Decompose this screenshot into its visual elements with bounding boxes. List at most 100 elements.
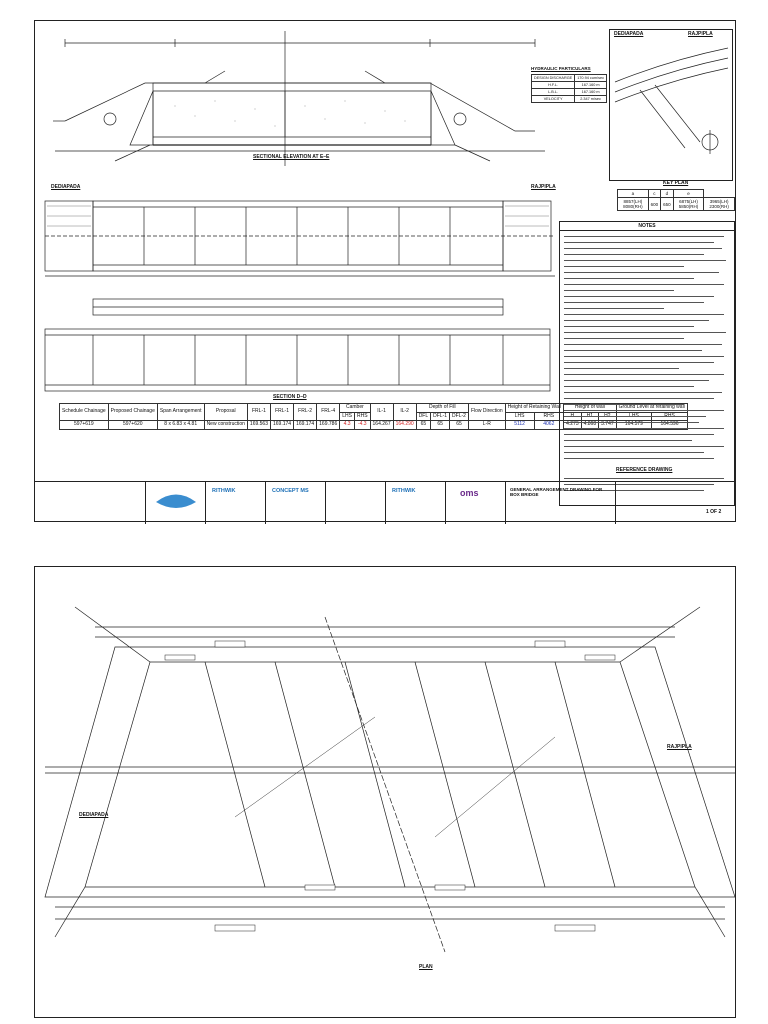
table-header: Proposal: [203, 403, 248, 421]
note-line: [564, 386, 694, 387]
key-plan-box: DEDIAPADA RAJPIPLA: [609, 29, 733, 181]
logo-cell: RITHWIK: [205, 482, 265, 524]
drawing-sheet-1: SECTIONAL ELEVATION AT E–E HYDRAULIC PAR…: [34, 20, 736, 524]
note-line: [564, 242, 714, 243]
table-cell: H.F.L.: [530, 80, 576, 89]
note-line: [564, 392, 722, 393]
note-line: [564, 434, 714, 435]
drawing-title: GENERAL ARRANGEMENT DRAWING FOR BOX BRID…: [510, 487, 603, 497]
table-header: Depth of Fill: [415, 403, 469, 413]
table-header: Height of Retaining Wall: [504, 403, 565, 413]
table-cell: 597+620: [107, 420, 158, 430]
logo-rithwik: RITHWIK: [212, 488, 236, 494]
note-line: [564, 254, 704, 255]
table-header: Camber: [339, 403, 371, 413]
table-cell: DESIGN DISCHARGE: [530, 73, 576, 82]
note-line: [564, 272, 719, 273]
note-line: [564, 398, 714, 399]
note-line: [564, 440, 692, 441]
table-cell: 4.3: [339, 420, 355, 430]
note-line: [564, 368, 679, 369]
note-line: [564, 478, 724, 479]
note-line: [564, 338, 684, 339]
note-line: [564, 484, 714, 485]
note-line: [564, 404, 684, 405]
table-header: DFL-2: [449, 411, 469, 421]
table-cell: 2.347 m/sec: [574, 95, 607, 104]
table-cell: 170.94 cum/sec: [574, 73, 607, 82]
table-cell: 169.563: [246, 420, 272, 430]
note-line: [564, 410, 724, 411]
note-line: [564, 356, 724, 357]
table-header: RHS: [353, 411, 371, 421]
table-cell: 3965(LH) 2300(RH): [703, 197, 735, 211]
table-cell: 167.160 m: [574, 87, 607, 97]
table-cell: 5112: [504, 420, 535, 430]
logo-cell: [325, 482, 385, 524]
table-cell: L.B.L.: [530, 87, 576, 97]
logo-cell: CONCEPT MS: [265, 482, 325, 524]
longitudinal-section-drawing: [44, 200, 555, 316]
table-header: d: [660, 189, 674, 198]
table-row: H.F.L.167.160 m: [530, 80, 607, 89]
table-header: DFL-1: [430, 411, 451, 421]
table-cell: 65: [449, 420, 469, 430]
logo-concept: CONCEPT MS: [272, 488, 309, 494]
table-row: 597+619 597+620 8 x 6.83 x 4.81 New cons…: [59, 420, 688, 430]
note-line: [564, 344, 722, 345]
table-header: Proposed Chainage: [107, 403, 158, 421]
plan-drawing: [44, 606, 736, 953]
table-header: DFL: [415, 411, 432, 421]
note-line: [564, 320, 709, 321]
table-header: LHS: [504, 411, 535, 421]
sheet-info-cell: 1 OF 2: [615, 482, 735, 524]
table-cell: 169.174: [293, 420, 318, 430]
table-cell: 6875(LH) 5850(RH): [672, 197, 705, 211]
table-cell: 65: [415, 420, 432, 430]
note-line: [564, 422, 699, 423]
note-line: [564, 236, 724, 237]
note-line: [564, 416, 706, 417]
table-cell: VELOCITY: [530, 95, 576, 104]
sectional-elevation-drawing: [53, 31, 545, 166]
note-line: [564, 490, 704, 491]
label-dediapada-key: DEDIAPADA: [614, 31, 644, 37]
table-header: LHS: [339, 411, 355, 421]
table-header: FRL-2: [293, 403, 318, 421]
note-line: [564, 278, 694, 279]
section-d-d-drawing: [44, 328, 551, 392]
note-line: [564, 308, 664, 309]
table-cell: 650: [660, 197, 674, 211]
key-plan-title: KEY PLAN: [663, 180, 689, 186]
plan-title: PLAN: [419, 964, 433, 970]
table-cell: 8857(LH) 8080(RH): [617, 197, 649, 211]
drawing-title-cell: GENERAL ARRANGEMENT DRAWING FOR BOX BRID…: [505, 482, 615, 524]
section-title-e-e: SECTIONAL ELEVATION AT E–E: [253, 154, 330, 160]
note-line: [564, 332, 726, 333]
note-line: [564, 446, 724, 447]
label-dediapada-plan: DEDIAPADA: [79, 812, 109, 818]
note-line: [564, 266, 684, 267]
note-line: [564, 260, 726, 261]
table-header: Span Arrangement: [156, 403, 205, 421]
notes-title: NOTES: [560, 222, 734, 231]
logo-cell: RITHWIK: [385, 482, 445, 524]
logo-cell: [145, 482, 205, 524]
table-cell: 164.267: [369, 420, 394, 430]
note-line: [564, 248, 722, 249]
table-row: Schedule Chainage Proposed Chainage Span…: [59, 403, 688, 421]
note-line: [564, 296, 714, 297]
table-header: Flow Direction: [467, 403, 506, 421]
sheet-number: 1 OF 2: [706, 509, 722, 515]
table-row: 8857(LH) 8080(RH) 600 650 6875(LH) 5850(…: [617, 197, 735, 211]
table-header: FRL-4: [316, 403, 341, 421]
table-header: a: [617, 189, 649, 198]
note-line: [564, 380, 709, 381]
table-header: FRL-1: [269, 403, 295, 421]
drawing-sheet-2: RAJPIPLA DEDIAPADA PLAN: [34, 566, 736, 1018]
key-plan-drawing: [614, 47, 729, 154]
table-cell: 169.786: [316, 420, 341, 430]
label-rajpipla-key: RAJPIPLA: [688, 31, 713, 37]
